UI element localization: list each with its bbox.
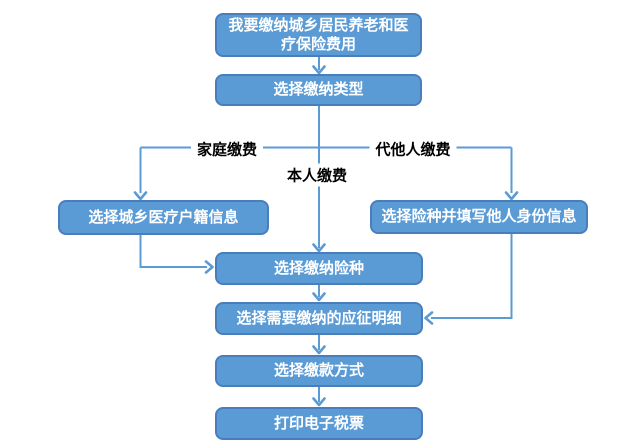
arrow-left-icon — [424, 311, 434, 325]
arrow-down-icon — [133, 191, 148, 201]
flow-node-print: 打印电子税票 — [215, 407, 423, 440]
flow-node-payment-method: 选择缴款方式 — [215, 355, 423, 387]
flow-node-household: 选择城乡医疗户籍信息 — [58, 200, 269, 235]
flow-node-start-line2: 疗保险费用 — [280, 36, 356, 53]
flow-node-start-line1: 我要缴纳城乡居民养老和医 — [228, 16, 409, 34]
flow-node-select-type: 选择缴纳类型 — [215, 74, 422, 106]
arrow-right-icon — [204, 260, 214, 274]
flow-node-select-detail: 选择需要缴纳的应征明细 — [215, 302, 423, 335]
arrow-down-icon — [312, 345, 326, 355]
arrow-down-icon — [312, 243, 326, 253]
arrow-down-icon — [504, 191, 519, 201]
arrow-down-icon — [312, 292, 326, 302]
connector-other-identity-to-select-detail — [431, 234, 513, 319]
connector-household-to-select-insurance — [139, 235, 207, 268]
branch-label-other: 代他人缴费 — [369, 137, 457, 161]
flow-node-other-identity: 选择险种并填写他人身份信息 — [370, 200, 588, 234]
branch-label-family: 家庭缴费 — [190, 137, 264, 161]
arrow-down-icon — [312, 65, 326, 75]
branch-label-self: 本人缴费 — [280, 163, 354, 187]
arrow-down-icon — [312, 397, 326, 407]
flow-node-select-insurance: 选择缴纳险种 — [215, 252, 423, 285]
flow-node-start: 我要缴纳城乡居民养老和医 疗保险费用 — [215, 13, 422, 57]
